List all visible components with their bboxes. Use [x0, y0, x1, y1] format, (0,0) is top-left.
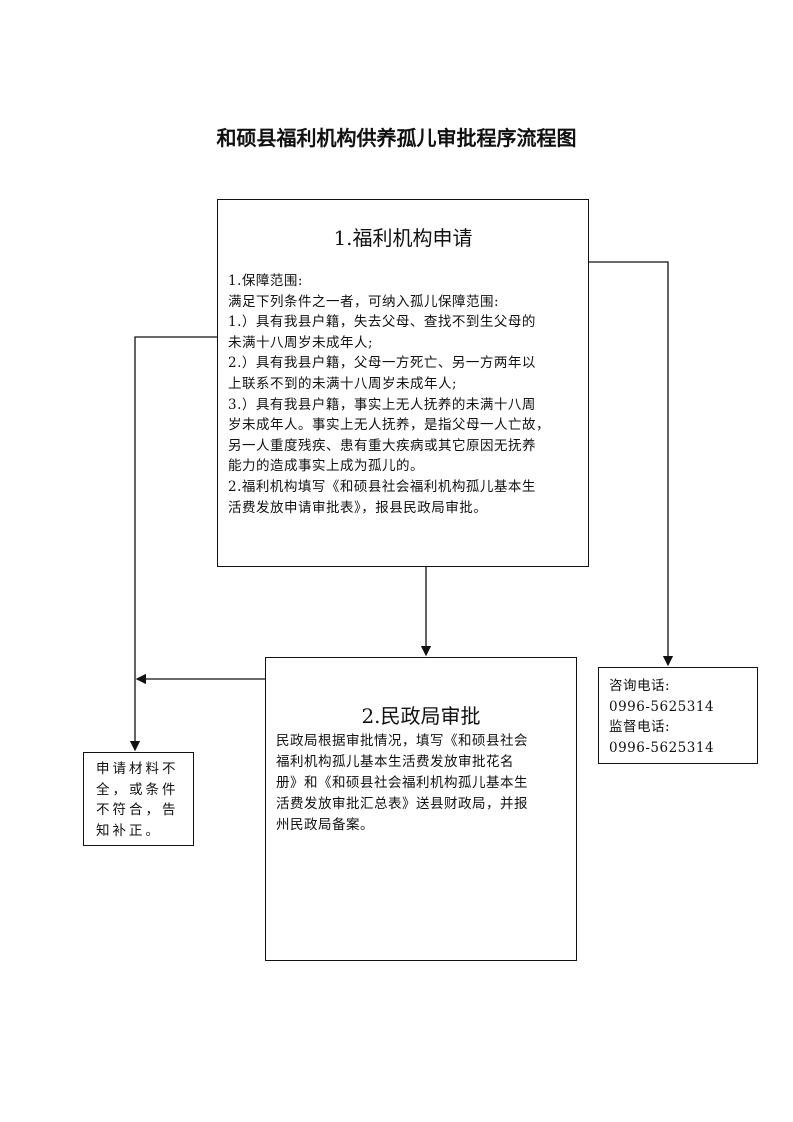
text-line: 不符合，告 — [96, 802, 179, 819]
text-line: 民政局根据审批情况，填写《和硕县社会 — [276, 733, 528, 749]
text-line: 册》和《和硕县社会福利机构孤儿基本生 — [276, 775, 528, 791]
text-line: 申请材料不 — [96, 761, 179, 777]
text-line: 岁未成年人。事实上无人抚养，是指父母一人亡故， — [228, 417, 550, 434]
step1-box: 1.福利机构申请 1.保障范围: 满足下列条件之一者，可纳入孤儿保障范围: 1.… — [217, 199, 589, 567]
contact-box: 咨询电话: 0996-5625314 监督电话: 0996-5625314 — [598, 667, 758, 764]
step1-text: 1.保障范围: 满足下列条件之一者，可纳入孤儿保障范围: 1.）具有我县户籍，失… — [228, 271, 588, 518]
text-line: 2.福利机构填写《和硕县社会福利机构孤儿基本生 — [228, 478, 536, 495]
supervision-phone-number: 0996-5625314 — [609, 739, 715, 756]
text-line: 另一人重度残疾、患有重大疾病或其它原因无抚养 — [228, 437, 536, 454]
text-line: 福利机构孤儿基本生活费发放审批花名 — [276, 754, 514, 770]
text-line: 活费发放审批汇总表》送县财政局，并报 — [276, 796, 528, 812]
consult-phone-number: 0996-5625314 — [609, 698, 715, 715]
step2-text: 民政局根据审批情况，填写《和硕县社会 福利机构孤儿基本生活费发放审批花名 册》和… — [276, 731, 576, 836]
text-line: 满足下列条件之一者，可纳入孤儿保障范围: — [228, 293, 500, 310]
text-line: 活费发放申请审批表》，报县民政局审批。 — [228, 499, 488, 516]
text-line: 1.）具有我县户籍，失去父母、查找不到生父母的 — [228, 314, 536, 331]
step2-box: 2.民政局审批 民政局根据审批情况，填写《和硕县社会 福利机构孤儿基本生活费发放… — [265, 657, 577, 961]
text-line: 知补正。 — [96, 822, 162, 839]
text-line: 2.）具有我县户籍，父母一方死亡、另一方两年以 — [228, 355, 536, 372]
step2-heading: 2.民政局审批 — [361, 704, 481, 728]
contact-connector — [588, 261, 674, 667]
supervision-phone-label: 监督电话: — [609, 719, 671, 736]
text-line: 1.保障范围: — [228, 273, 303, 289]
step1-heading: 1.福利机构申请 — [333, 226, 473, 250]
text-line: 州民政局备案。 — [276, 817, 374, 833]
text-line: 上联系不到的未满十八周岁未成年人; — [228, 375, 458, 392]
text-line: 全，或条件 — [96, 781, 179, 798]
text-line: 能力的造成事实上成为孤儿的。 — [228, 458, 424, 475]
text-line: 未满十八周岁未成年人; — [228, 334, 374, 351]
text-line: 3.）具有我县户籍，事实上无人抚养的未满十八周 — [228, 396, 536, 413]
consult-phone-label: 咨询电话: — [609, 678, 671, 694]
page-title: 和硕县福利机构供养孤儿审批程序流程图 — [216, 126, 577, 150]
reject-connector — [129, 336, 217, 752]
reject-box: 申请材料不 全，或条件 不符合，告 知补正。 — [83, 752, 194, 846]
